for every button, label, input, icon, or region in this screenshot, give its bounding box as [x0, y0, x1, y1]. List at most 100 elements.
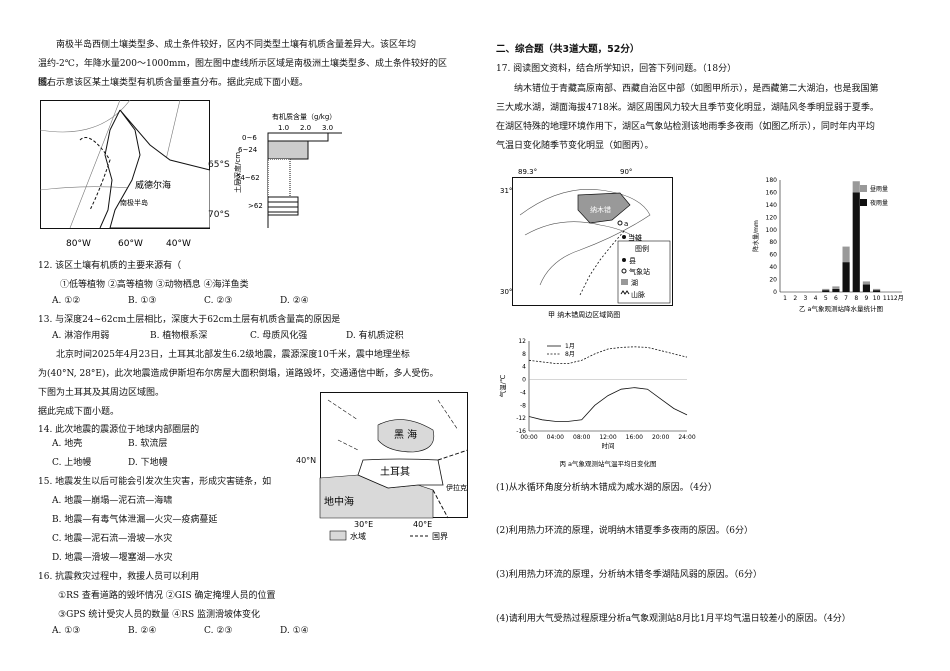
q13-option-d[interactable]: D. 有机质淀积 [346, 331, 404, 341]
legend-border-label: 国界 [432, 532, 448, 541]
line-y-label: 气温/℃ [498, 375, 507, 398]
q17-sub-1: (1)从水循环角度分析纳木错成为咸水湖的原因。（4分） [496, 483, 717, 493]
q17-line-4: 气温日变化随季节变化明显（如图丙）。 [496, 141, 654, 151]
bar-y-tick: 40 [769, 264, 777, 271]
q12-option-a[interactable]: A. ①② [52, 296, 81, 306]
q14-option-d[interactable]: D. 下地幔 [128, 458, 168, 468]
soil-tick-3: 3.0 [322, 124, 333, 132]
q16-option-a[interactable]: A. ①③ [52, 626, 81, 636]
q14-option-c[interactable]: C. 上地幔 [52, 458, 92, 468]
line-x-tick: 24:00 [678, 434, 695, 441]
bar-夜雨量-10 [873, 290, 881, 292]
line-x-tick: 08:00 [573, 434, 590, 441]
q17-line-3: 在湖区特殊的地理环境作用下，湖区a气象站检测该地雨季多夜雨（如图乙所示），同时年… [496, 122, 875, 132]
line-series-8月 [528, 346, 688, 364]
lat-70s: 70°S [208, 210, 230, 220]
q14-option-b[interactable]: B. 软流层 [128, 439, 168, 449]
legend-station: 气象站 [629, 267, 650, 276]
q16-option-d[interactable]: D. ①④ [280, 626, 309, 636]
q17-sub-4: (4)请利用大气受热过程原理分析a气象观测站8月比1月平均气温日较差小的原因。（… [496, 614, 851, 624]
bar-x-tick: 10 [873, 295, 881, 302]
bar-昼雨量-6 [832, 286, 840, 289]
news-line-2: 为(40°N, 28°E)，此次地震造成伊斯坦布尔房屋大面积倒塌，道路毁坏，交通… [38, 369, 439, 379]
q13-option-b[interactable]: B. 植物根系深 [150, 331, 208, 341]
q13-option-a[interactable]: A. 淋溶作用弱 [52, 331, 110, 341]
q12-stem: 12. 该区土壤有机质的主要来源有（ [38, 261, 182, 271]
bar-y-tick: 80 [769, 239, 777, 246]
q12-option-c[interactable]: C. ②③ [204, 296, 233, 306]
soil-bar-0-6 [267, 132, 329, 142]
bar-x-tick: 11 [883, 295, 891, 302]
bar-legend-label: 昼雨量 [870, 186, 888, 193]
dangxiong-label: 当雄 [628, 233, 642, 242]
q14-option-a[interactable]: A. 地壳 [52, 439, 83, 449]
bar-x-tick: 2 [793, 295, 797, 302]
lon-60w: 60°W [118, 239, 143, 249]
news-line-3: 下图为土耳其及其周边区域图。 [38, 388, 165, 398]
q17-sub-2: (2)利用热力环流的原理，说明纳木错夏季多夜雨的原因。（6分） [496, 526, 753, 536]
black-sea-shape [377, 419, 435, 453]
bar-x-tick: 7 [844, 295, 848, 302]
bar-昼雨量-7 [842, 246, 850, 263]
q16-stem: 16. 抗震救灾过程中，救援人员可以利用 [38, 572, 200, 582]
line-series-1月 [528, 387, 688, 422]
q17-line-2: 三大咸水湖，湖面海拔4718米。湖区周围风力较大且季节变化明显，湖陆风冬季明显弱… [496, 103, 879, 113]
lon-30e: 30°E [354, 520, 373, 529]
bar-y-tick: 60 [769, 252, 777, 259]
bar-x-tick: 6 [834, 295, 838, 302]
q15-option-d[interactable]: D. 地震—滑坡—堰塞湖—水灾 [52, 553, 173, 563]
line-y-tick: -4 [520, 389, 526, 396]
q15-option-c[interactable]: C. 地震—泥石流—滑坡—水灾 [52, 534, 173, 544]
bar-夜雨量-5 [822, 290, 830, 292]
q12-option-b[interactable]: B. ①③ [128, 296, 157, 306]
lon-40w: 40°W [166, 239, 191, 249]
legend-mountain: 山脉 [631, 290, 645, 299]
depth-62: >62 [248, 202, 263, 210]
line-legend-label: 8月 [565, 351, 575, 358]
q16-option-b[interactable]: B. ②④ [128, 626, 157, 636]
station-a-marker [617, 220, 623, 226]
bar-x-tick: 4 [814, 295, 818, 302]
depth-0-6: 0~6 [242, 134, 257, 142]
lon-90: 90° [620, 168, 632, 176]
namtso-label: 纳木错 [590, 205, 611, 214]
bar-y-tick: 100 [766, 227, 778, 234]
q15-option-b[interactable]: B. 地震—有毒气体泄漏—火灾—疫病蔓延 [52, 515, 218, 525]
dangxiong-marker [622, 235, 626, 239]
q12-option-d[interactable]: D. ②④ [280, 296, 309, 306]
line-y-tick: -8 [520, 402, 526, 409]
section-heading: 二、综合题（共3道大题，52分） [496, 44, 640, 55]
line-y-tick: -12 [516, 415, 526, 422]
bar-y-tick: 20 [769, 277, 777, 284]
bar-x-tick: 9 [865, 295, 869, 302]
news-line-4: 据此完成下面小题。 [38, 407, 120, 417]
news-line-1: 北京时间2025年4月23日，土耳其北部发生6.2级地震，震源深度10千米，震中… [56, 350, 410, 360]
soil-ylabel: 土层深度/cm [233, 152, 242, 193]
turkey-label: 土耳其 [380, 465, 410, 478]
mediterranean-label: 地中海 [324, 495, 354, 508]
bar-y-tick: 0 [773, 289, 777, 296]
namtso-region-map: 89.3° 90° 31° 30° 纳木错 a 当雄 图例 县 气象站 湖 山脉… [500, 168, 673, 319]
soil-tick-2: 2.0 [300, 124, 311, 132]
bar-夜雨量-8 [852, 192, 860, 292]
weddell-sea-label: 威德尔海 [135, 179, 171, 191]
lat-65s: 65°S [208, 160, 230, 170]
lon-80w: 80°W [66, 239, 91, 249]
mountain-range [579, 229, 626, 296]
legend-water-label: 水域 [350, 531, 366, 541]
q14-stem: 14. 此次地震的震源位于地球内部圈层的 [38, 425, 200, 435]
q13-option-c[interactable]: C. 母质风化强 [250, 331, 308, 341]
q16-option-c[interactable]: C. ②③ [204, 626, 233, 636]
intro-line-3: 图右示意该区某土壤类型有机质含量垂直分布。据此完成下面小题。 [38, 78, 309, 88]
line-x-tick: 00:00 [520, 434, 537, 441]
q15-option-a[interactable]: A. 地震—崩塌—泥石流—海啸 [52, 496, 173, 506]
soil-title: 有机质含量（g/kg） [272, 112, 336, 121]
bar-夜雨量-6 [832, 288, 840, 292]
depth-24-62: 24~62 [236, 174, 260, 182]
bar-昼雨量-10 [873, 288, 881, 291]
line-y-tick: 0 [522, 377, 526, 384]
turkey-region-map: 黑 海 土耳其 地中海 伊拉克 40°N 30°E 40°E 水域 国界 [318, 392, 469, 541]
line-x-tick: 12:00 [599, 434, 616, 441]
